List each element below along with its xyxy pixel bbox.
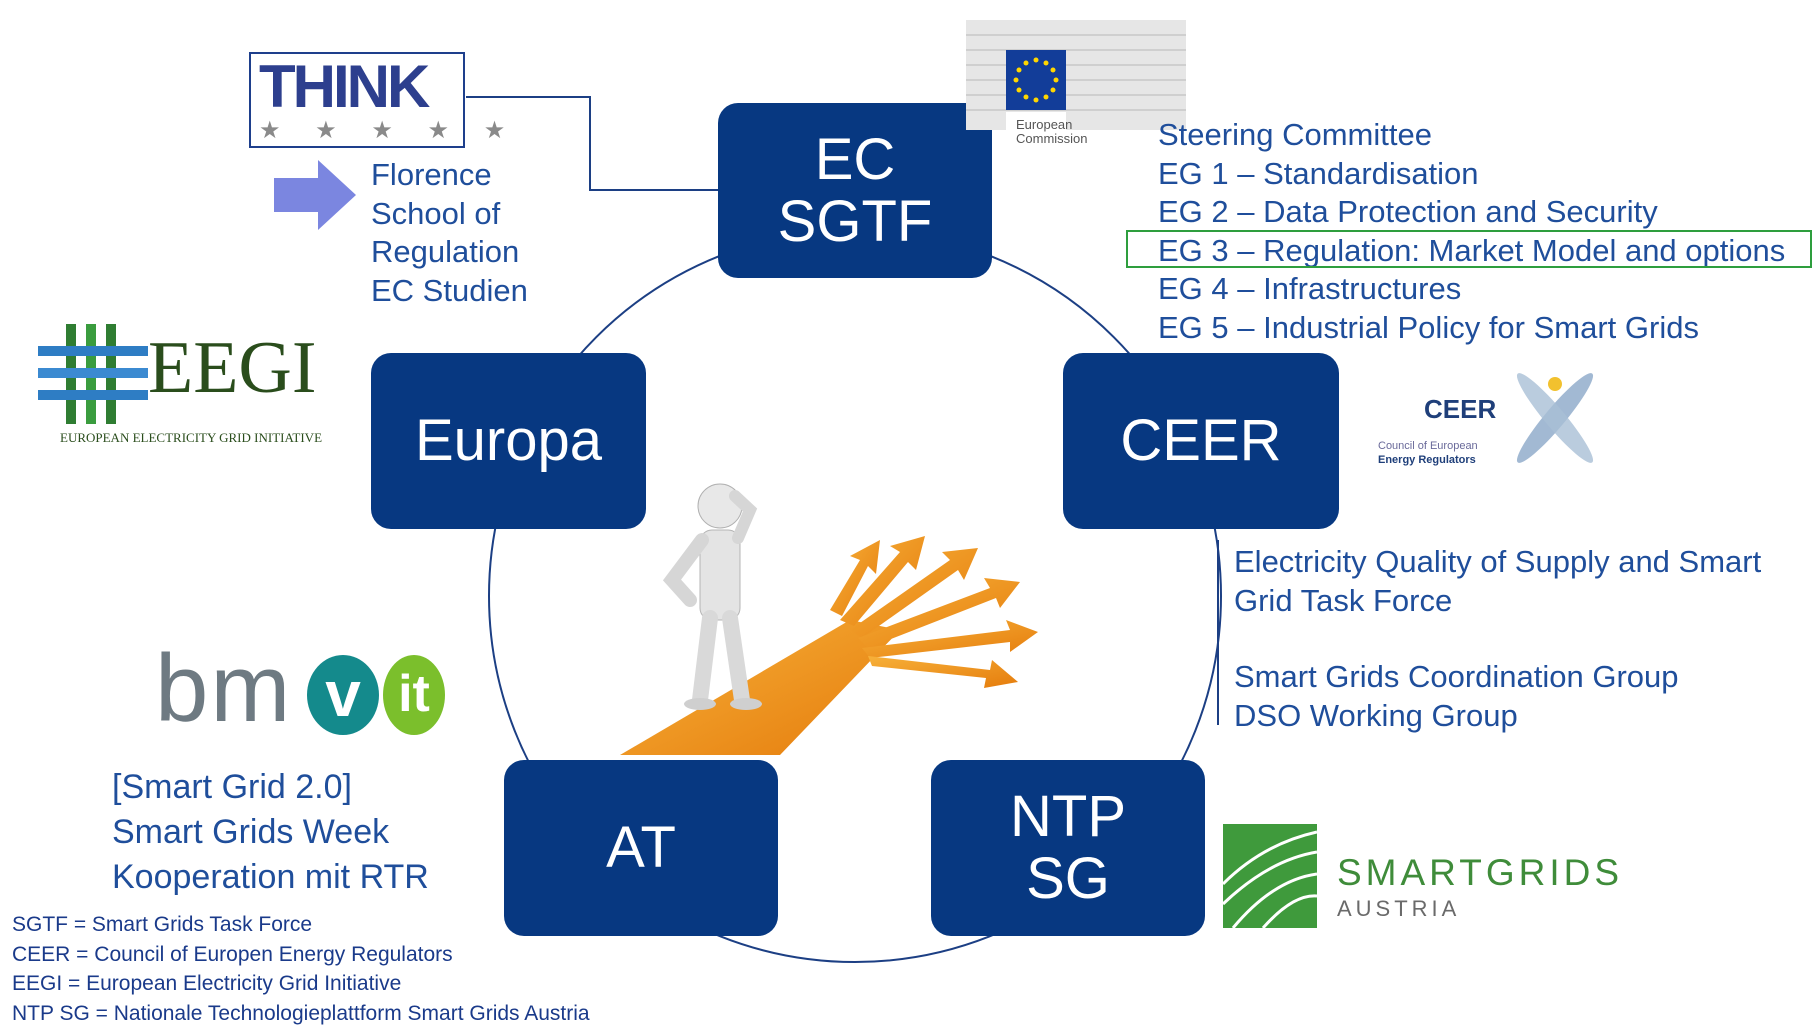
ceer-propeller-icon	[1500, 362, 1610, 474]
think-logo-stars: ★ ★ ★ ★ ★	[259, 116, 519, 145]
ec-group-highlight-box	[1126, 230, 1812, 268]
at-items-block: [Smart Grid 2.0] Smart Grids Week Kooper…	[112, 765, 429, 900]
smartgrids-globe-icon	[1223, 824, 1317, 928]
ceer-logo-text: CEER	[1424, 394, 1496, 425]
eu-commission-line2: Commission	[1016, 132, 1088, 146]
florence-arrow-icon	[274, 160, 358, 230]
at-item-line: Smart Grids Week	[112, 810, 429, 855]
legend-line: NTP SG = Nationale Technologieplattform …	[12, 999, 590, 1028]
eegi-logo-text: EEGI	[148, 330, 317, 406]
think-logo-text: THINK	[259, 56, 427, 118]
eu-commission-line1: European	[1016, 118, 1072, 132]
ceer-group-line: Smart Grids Coordination Group	[1234, 658, 1761, 697]
node-ceer-label: CEER	[1120, 410, 1281, 472]
node-ntp-sg-line2: SG	[1026, 848, 1110, 910]
smartgrids-logo-text: SMARTGRIDS	[1337, 852, 1623, 894]
ceer-group-line: DSO Working Group	[1234, 697, 1761, 736]
ceer-group-line: Grid Task Force	[1234, 582, 1761, 621]
bmvit-logo-v-text: v	[325, 658, 361, 730]
florence-line: Florence	[371, 156, 528, 195]
bmvit-logo-bm: bm	[155, 639, 292, 739]
node-ceer: CEER	[1063, 353, 1339, 529]
node-ec-sgtf-line2: SGTF	[778, 191, 933, 253]
ceer-logo: CEER Council of European Energy Regulato…	[1372, 362, 1612, 474]
bmvit-logo-it-text: it	[398, 665, 430, 723]
ec-group-item: Steering Committee	[1158, 116, 1785, 155]
abbreviation-legend: SGTF = Smart Grids Task Force CEER = Cou…	[12, 910, 590, 1028]
ec-group-item: EG 1 – Standardisation	[1158, 155, 1785, 194]
ec-group-item: EG 5 – Industrial Policy for Smart Grids	[1158, 309, 1785, 348]
node-at-label: AT	[606, 817, 676, 879]
node-europa: Europa	[371, 353, 646, 529]
eu-commission-logo: European Commission	[966, 0, 1186, 158]
smartgrids-austria-logo: SMARTGRIDS AUSTRIA	[1223, 824, 1643, 928]
bmvit-logo-it: it	[383, 655, 445, 735]
legend-line: EEGI = European Electricity Grid Initiat…	[12, 969, 590, 999]
florence-line: EC Studien	[371, 272, 528, 311]
ec-group-item: EG 2 – Data Protection and Security	[1158, 193, 1785, 232]
node-ec-sgtf-line1: EC	[815, 129, 896, 191]
bmvit-logo-v: v	[307, 655, 379, 735]
at-item-line: Kooperation mit RTR	[112, 855, 429, 900]
node-ntp-sg-line1: NTP	[1010, 786, 1126, 848]
ec-group-item: EG 4 – Infrastructures	[1158, 270, 1785, 309]
node-ec-sgtf: EC SGTF	[718, 103, 992, 278]
think-logo: THINK ★ ★ ★ ★ ★	[249, 52, 465, 148]
eegi-grid-icon	[38, 324, 148, 424]
legend-line: SGTF = Smart Grids Task Force	[12, 910, 590, 940]
ceer-logo-sub2: Energy Regulators	[1378, 454, 1476, 466]
at-item-line: [Smart Grid 2.0]	[112, 765, 429, 810]
ceer-groups-block: Electricity Quality of Supply and Smart …	[1234, 543, 1761, 735]
florence-line: Regulation	[371, 233, 528, 272]
eegi-logo: EEGI EUROPEAN ELECTRICITY GRID INITIATIV…	[38, 320, 348, 450]
node-europa-label: Europa	[415, 410, 602, 472]
florence-line: School of	[371, 195, 528, 234]
smartgrids-logo-sub: AUSTRIA	[1337, 896, 1460, 922]
ceer-logo-sub1: Council of European	[1378, 440, 1478, 452]
florence-text-block: Florence School of Regulation EC Studien	[371, 156, 528, 310]
eegi-logo-subtitle: EUROPEAN ELECTRICITY GRID INITIATIVE	[60, 430, 322, 446]
legend-line: CEER = Council of Europen Energy Regulat…	[12, 940, 590, 970]
thinking-figure-illustration	[600, 470, 1100, 770]
ceer-group-line: Electricity Quality of Supply and Smart	[1234, 543, 1761, 582]
node-ntp-sg: NTP SG	[931, 760, 1205, 936]
bmvit-logo: bm v it	[155, 645, 495, 745]
